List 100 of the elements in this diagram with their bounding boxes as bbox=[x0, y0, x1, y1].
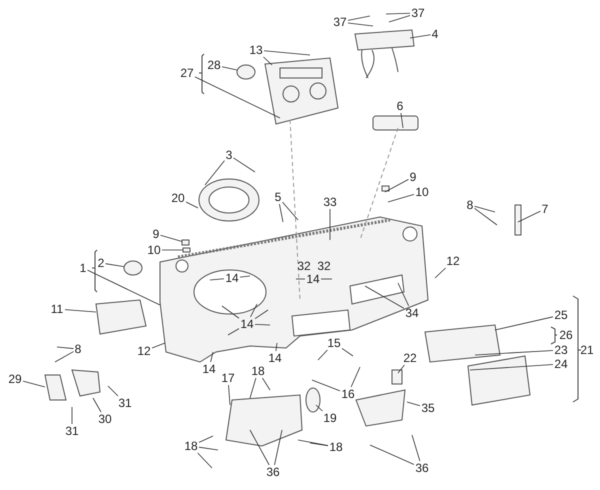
leader-line bbox=[198, 436, 214, 443]
callout-number: 5 bbox=[274, 190, 282, 204]
leader-line bbox=[474, 206, 496, 212]
leader-line bbox=[296, 278, 306, 280]
leader-line bbox=[298, 440, 328, 446]
callout-number: 14 bbox=[201, 362, 217, 376]
leader-line bbox=[263, 56, 272, 66]
callout-number: 7 bbox=[540, 202, 550, 216]
leader-line bbox=[54, 351, 74, 362]
callout-number: 20 bbox=[170, 191, 186, 205]
leader-line bbox=[406, 402, 420, 406]
leader-line bbox=[348, 22, 374, 26]
callout-number: 15 bbox=[326, 336, 342, 350]
leader-line bbox=[350, 366, 360, 388]
leader-line bbox=[398, 282, 410, 306]
leader-line bbox=[233, 158, 256, 172]
leader-line bbox=[518, 210, 541, 222]
leader-line bbox=[108, 386, 118, 396]
callout-number: 22 bbox=[402, 351, 418, 365]
callout-number: 18 bbox=[250, 364, 266, 378]
callout-number: 18 bbox=[183, 439, 199, 453]
callout-number: 31 bbox=[117, 396, 133, 410]
callout-number: 28 bbox=[206, 58, 222, 72]
callout-number: 32 bbox=[296, 259, 312, 273]
callout-number: 14 bbox=[239, 317, 255, 331]
leader-line bbox=[342, 348, 354, 356]
leader-line bbox=[310, 442, 328, 446]
leader-line bbox=[186, 202, 198, 208]
callout-number: 30 bbox=[97, 412, 113, 426]
leader-line bbox=[398, 364, 405, 374]
leader-line bbox=[222, 66, 238, 70]
callout-number: 32 bbox=[316, 259, 332, 273]
callout-number: 36 bbox=[265, 465, 281, 479]
callout-number: 17 bbox=[220, 371, 236, 385]
leader-line bbox=[434, 268, 446, 278]
leader-line bbox=[320, 278, 332, 280]
leader-line bbox=[250, 378, 256, 398]
leader-line bbox=[264, 50, 310, 56]
leader-line bbox=[410, 34, 431, 38]
callout-number: 13 bbox=[248, 43, 264, 57]
leader-line bbox=[22, 380, 46, 388]
leader-line bbox=[474, 350, 554, 356]
leader-line bbox=[388, 194, 414, 202]
callout-number: 10 bbox=[146, 243, 162, 257]
callout-number: 1 bbox=[78, 261, 88, 275]
callout-number: 4 bbox=[430, 27, 440, 41]
callout-number: 14 bbox=[305, 272, 321, 286]
callout-number: 37 bbox=[332, 15, 348, 29]
knob-part bbox=[236, 64, 256, 80]
leader-line bbox=[262, 378, 270, 390]
leader-line bbox=[348, 16, 370, 21]
callout-number: 11 bbox=[50, 302, 64, 316]
callout-number: 10 bbox=[414, 185, 430, 199]
leader-line bbox=[152, 342, 166, 348]
leader-line bbox=[318, 350, 328, 360]
leader-line bbox=[240, 276, 250, 278]
callout-number: 3 bbox=[224, 148, 234, 162]
callout-number: 14 bbox=[267, 351, 283, 365]
leader-line bbox=[92, 398, 102, 412]
leader-line bbox=[56, 346, 74, 349]
leader-line bbox=[384, 179, 409, 192]
callout-number: 8 bbox=[466, 198, 474, 212]
leader-line bbox=[254, 324, 270, 326]
leader-line bbox=[412, 434, 420, 462]
leader-line bbox=[87, 270, 160, 306]
leader-line bbox=[276, 342, 278, 352]
clip-part bbox=[182, 240, 190, 246]
leader-line bbox=[470, 364, 554, 370]
callout-number: 34 bbox=[404, 306, 420, 320]
callout-number: 12 bbox=[445, 254, 461, 268]
leader-line bbox=[274, 430, 282, 466]
leader-line bbox=[474, 208, 498, 226]
leader-line bbox=[312, 380, 340, 392]
leader-line bbox=[228, 384, 230, 406]
leader-line bbox=[197, 452, 212, 468]
callout-number: 25 bbox=[553, 308, 569, 322]
callout-number: 36 bbox=[414, 461, 430, 475]
callout-number: 37 bbox=[410, 6, 426, 20]
leader-line bbox=[364, 286, 404, 309]
leader-line bbox=[198, 446, 218, 450]
leader-line bbox=[194, 76, 280, 118]
callout-number: 8 bbox=[74, 342, 82, 356]
callout-number: 14 bbox=[224, 271, 240, 285]
leader-line bbox=[282, 202, 298, 220]
callout-number: 19 bbox=[322, 411, 338, 425]
leader-line bbox=[160, 234, 182, 242]
leader-line bbox=[279, 204, 284, 222]
leader-line bbox=[370, 444, 414, 465]
leader-line bbox=[386, 12, 410, 14]
callout-number: 33 bbox=[322, 195, 338, 209]
callout-number: 16 bbox=[340, 387, 356, 401]
leader-line bbox=[316, 404, 323, 412]
leader-line bbox=[494, 316, 554, 330]
callout-number: 9 bbox=[152, 227, 160, 241]
leader-line bbox=[254, 310, 268, 320]
clip-part bbox=[182, 248, 190, 252]
callout-number: 31 bbox=[64, 424, 80, 438]
callout-number: 26 bbox=[558, 328, 574, 342]
callout-number: 12 bbox=[136, 344, 152, 358]
leader-line bbox=[388, 15, 410, 22]
